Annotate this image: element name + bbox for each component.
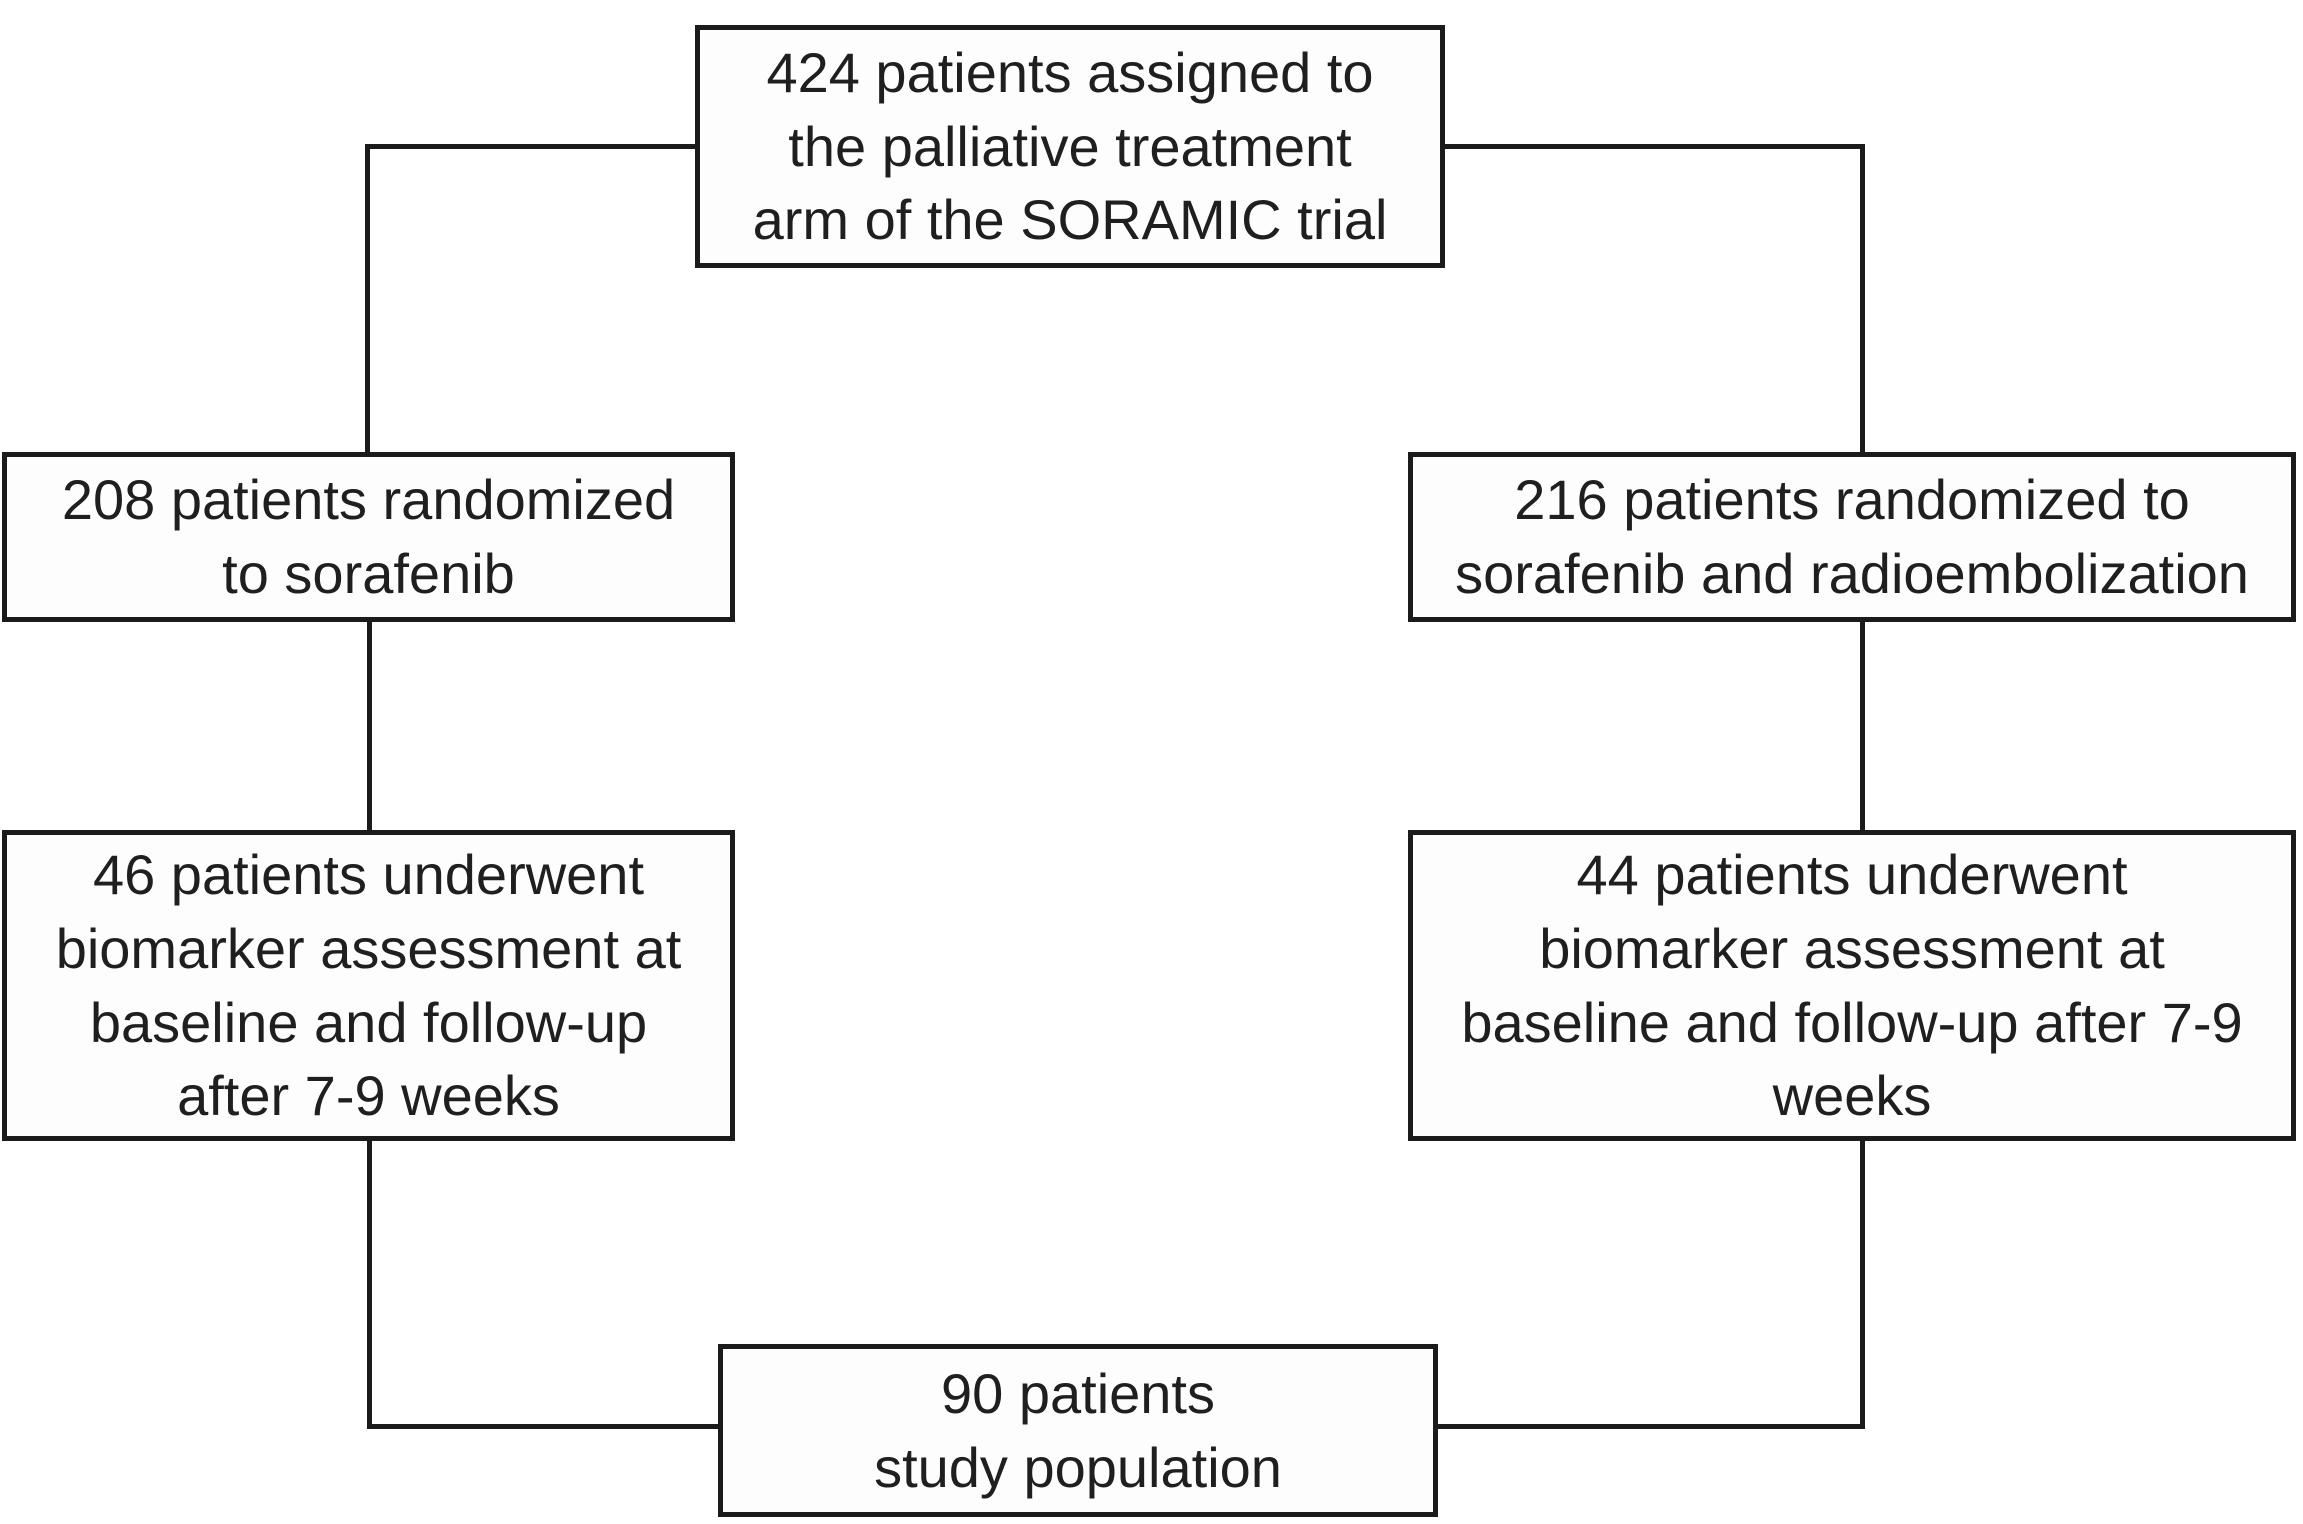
node-biomarker-assessment-sorafenib-radioembolization: 44 patients underwent biomarker assessme… (1408, 830, 2296, 1141)
connector-bottom-left-horizontal (367, 1424, 722, 1429)
connector-bottom-right-horizontal (1436, 1424, 1865, 1429)
connector-left-bottom-vertical (367, 1139, 372, 1429)
connector-top-left-vertical (365, 144, 370, 452)
node-randomized-sorafenib-radioembolization: 216 patients randomized to sorafenib and… (1408, 452, 2296, 622)
node-randomized-sorafenib: 208 patients randomized to sorafenib (2, 452, 735, 622)
connector-left-middle-vertical (367, 620, 372, 832)
connector-top-right-vertical (1860, 144, 1865, 452)
node-study-population: 90 patients study population (718, 1344, 1438, 1517)
connector-top-left-horizontal (365, 144, 700, 149)
connector-right-bottom-vertical (1860, 1139, 1865, 1429)
connector-top-right-horizontal (1443, 144, 1864, 149)
node-biomarker-assessment-sorafenib: 46 patients underwent biomarker assessme… (2, 830, 735, 1141)
node-assigned-patients: 424 patients assigned to the palliative … (695, 25, 1445, 268)
connector-right-middle-vertical (1860, 620, 1865, 832)
